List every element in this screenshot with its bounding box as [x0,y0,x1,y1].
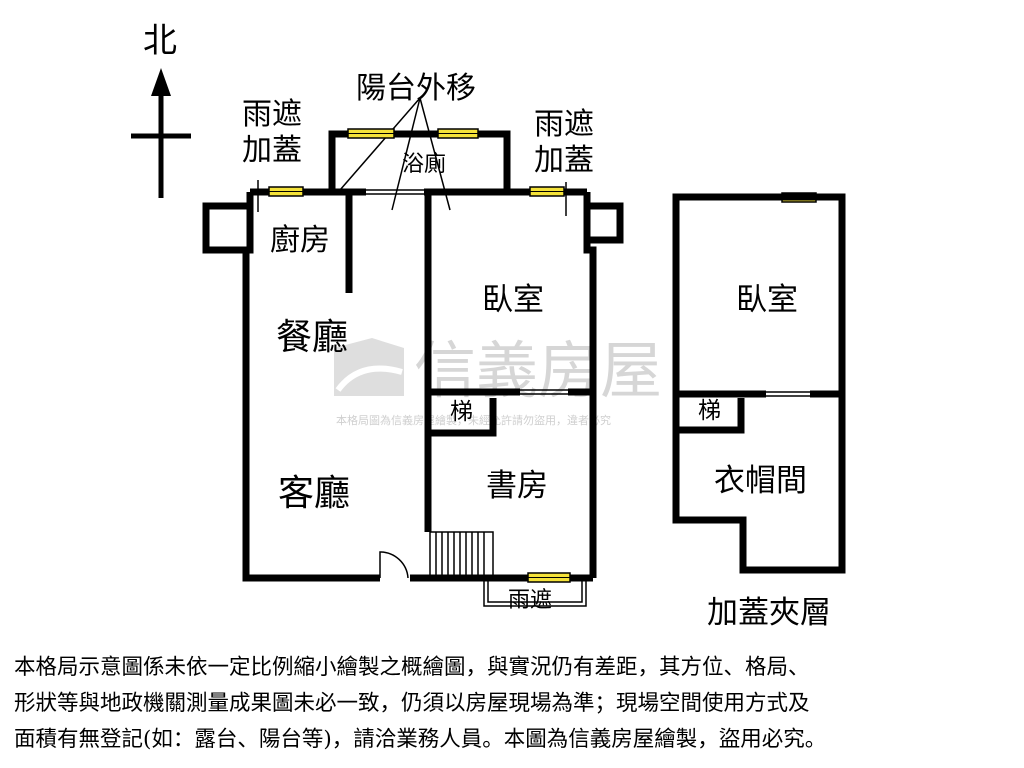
label-balcony-moved: 陽台外移 [356,71,476,106]
label-kitchen: 廚房 [270,223,330,258]
north-label: 北 [143,21,177,61]
label-dining: 餐廳 [276,317,348,358]
wall-stairs-box [428,398,497,437]
wall-east [583,192,597,578]
floor-plan: 北 信義房屋 本格局圖為信義房屋繪製，未經允許請勿盜用，違者必究 [131,21,846,631]
label-bathroom: 浴廁 [402,152,446,177]
loft-stairs-box [676,398,745,434]
main-floor-walls [202,130,624,582]
disclaimer-line-2: 形狀等與地政機關測量成果圖未必一致，仍須以房屋現場為準；現場空間使用方式及 [14,691,810,716]
leader-line-1 [339,97,421,191]
leader-line-3 [419,97,451,211]
disclaimer-line-3: 面積有無登記(如：露台、陽台等)，請洽業務人員。本圖為信義房屋繪製，盜用必究。 [14,727,827,752]
entrance-door-swing [379,551,409,579]
room-labels: 陽台外移 雨遮 加蓋 雨遮 加蓋 浴廁 廚房 餐廳 客廳 臥室 梯 書房 雨遮 … [242,71,831,631]
wall-east-bay [587,202,624,244]
north-compass: 北 [131,21,191,198]
loft-outline [672,193,846,574]
label-loft-title: 加蓋夾層 [707,595,831,631]
main-floor-details [257,97,587,607]
wall-west-bay [202,202,250,254]
label-bedroom-main: 臥室 [482,282,544,318]
watermark-notice: 本格局圖為信義房屋繪製，未經允許請勿盜用，違者必究 [336,413,611,427]
label-rain-cover-right-1: 雨遮 [534,107,594,142]
label-study: 書房 [486,468,548,504]
loft-walls [672,193,846,574]
label-bedroom-loft: 臥室 [736,282,798,318]
watermark: 信義房屋 本格局圖為信義房屋繪製，未經允許請勿盜用，違者必究 [334,334,662,427]
label-rain-cover-left-2: 加蓋 [242,133,302,168]
label-stairs-loft: 梯 [698,398,721,424]
north-arrow-icon [151,68,171,96]
label-closet: 衣帽間 [714,463,807,499]
label-living: 客廳 [278,473,350,514]
stairs-treads [429,531,494,579]
label-stairs-main: 梯 [450,399,473,425]
disclaimer-line-1: 本格局示意圖係未依一定比例縮小繪製之概繪圖，與實況仍有差距，其方位、格局、 [14,655,810,680]
watermark-brand: 信義房屋 [414,334,662,407]
wall-bathroom [328,130,511,192]
label-rain-cover-right-2: 加蓋 [534,143,594,178]
disclaimer-text: 本格局示意圖係未依一定比例縮小繪製之概繪圖，與實況仍有差距，其方位、格局、 形狀… [14,650,1014,758]
label-rain-cover-bottom: 雨遮 [508,588,552,613]
label-rain-cover-left-1: 雨遮 [242,97,302,132]
leader-line-2 [391,97,421,211]
watermark-logo-swoosh [335,365,403,392]
